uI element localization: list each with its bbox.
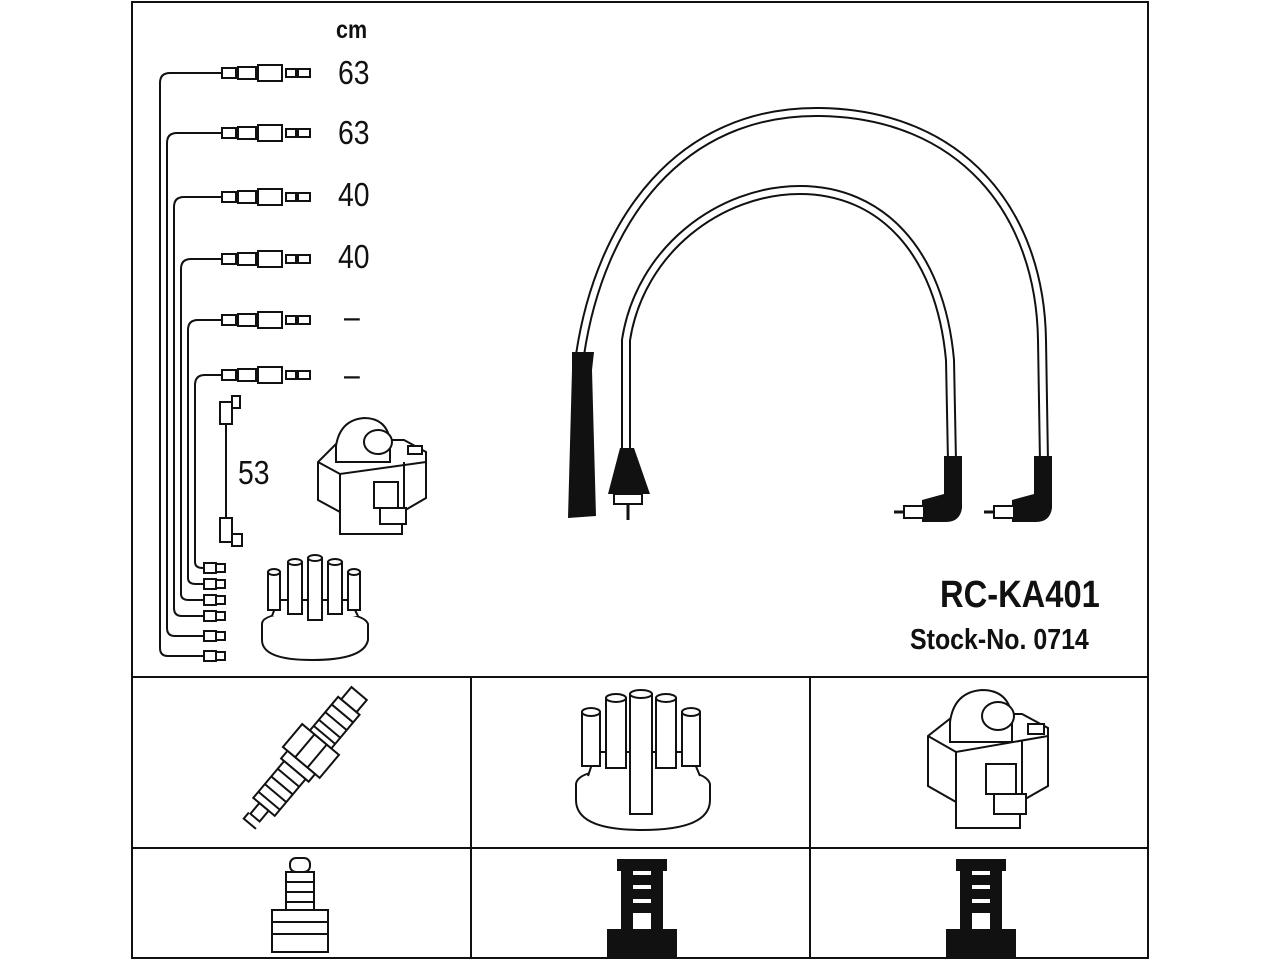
unit-label: cm bbox=[336, 16, 368, 44]
cable-length-4: 40 bbox=[338, 238, 370, 275]
cable-connector-6 bbox=[221, 366, 311, 384]
cable-length-3: 40 bbox=[338, 176, 370, 213]
distributor-connector-icon bbox=[607, 859, 677, 957]
ignition-coil-small bbox=[317, 416, 427, 535]
cable-end-connectors bbox=[221, 64, 311, 384]
ignition-coil-icon bbox=[927, 688, 1049, 829]
coil-connector-icon bbox=[946, 859, 1016, 957]
spark-plug-icon bbox=[242, 685, 369, 830]
coil-cable-length: 53 bbox=[238, 454, 270, 491]
cable-connector-5 bbox=[221, 311, 311, 329]
cable-connector-4 bbox=[221, 250, 311, 268]
coil-cable bbox=[219, 395, 243, 547]
cable-connector-1 bbox=[221, 64, 311, 82]
cable-connector-2 bbox=[221, 124, 311, 142]
spark-plug-terminal-icon bbox=[271, 857, 329, 953]
distributor-cap-small bbox=[261, 554, 369, 662]
stock-number: Stock-No. 0714 bbox=[910, 624, 1089, 656]
cable-length-6: – bbox=[344, 356, 360, 393]
cable-length-1: 63 bbox=[338, 54, 370, 91]
cable-length-2: 63 bbox=[338, 114, 370, 151]
cable-connector-3 bbox=[221, 188, 311, 206]
ignition-cables-illustration bbox=[568, 106, 1052, 522]
cable-routing-lines bbox=[159, 72, 222, 657]
cable-length-5: – bbox=[344, 298, 360, 335]
distributor-terminals bbox=[203, 562, 226, 662]
diagram-frame bbox=[131, 1, 1149, 959]
product-code: RC-KA401 bbox=[940, 574, 1100, 616]
distributor-cap-icon bbox=[575, 689, 711, 832]
